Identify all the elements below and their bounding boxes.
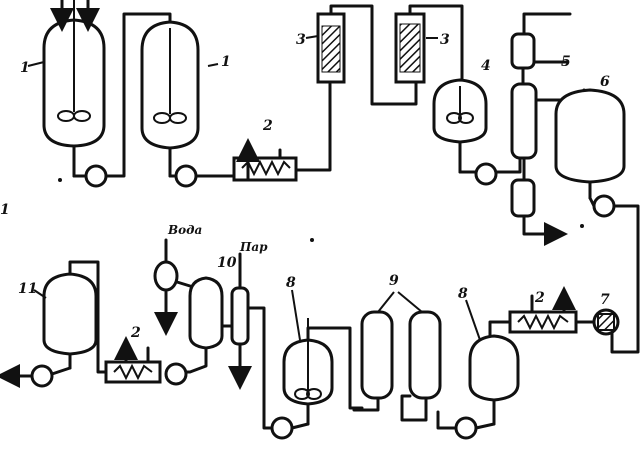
label-2-left: 2 bbox=[130, 325, 141, 341]
heat-exchanger-2-left bbox=[68, 260, 188, 386]
label-8-left: 8 bbox=[286, 275, 296, 291]
vessel-8-right bbox=[436, 334, 520, 440]
dot-mark bbox=[58, 178, 62, 182]
pump-top-1 bbox=[72, 12, 172, 188]
label-11: 11 bbox=[18, 281, 37, 297]
column-3a bbox=[316, 4, 418, 106]
label-water: Вода bbox=[167, 223, 202, 237]
label-3a: 3 bbox=[296, 32, 306, 48]
dot-mark bbox=[310, 238, 314, 242]
reactor-4 bbox=[432, 78, 522, 186]
vessel-10 bbox=[180, 276, 234, 374]
label-6: 6 bbox=[600, 74, 610, 90]
label-edge: 1 bbox=[0, 202, 10, 218]
label-2-right: 2 bbox=[534, 290, 545, 306]
label-1a: 1 bbox=[20, 60, 30, 76]
reactor-1a bbox=[42, 0, 106, 164]
label-5: 5 bbox=[561, 54, 571, 70]
label-7: 7 bbox=[600, 292, 610, 308]
vessels-9 bbox=[352, 291, 442, 422]
dot-mark bbox=[580, 224, 584, 228]
label-4: 4 bbox=[481, 58, 491, 74]
reactor-1b bbox=[140, 20, 200, 166]
label-3b: 3 bbox=[440, 32, 450, 48]
condenser-water bbox=[153, 238, 192, 336]
heat-exchanger-2-right bbox=[488, 286, 578, 342]
condenser-steam bbox=[228, 252, 258, 390]
pump-top-2 bbox=[168, 162, 236, 188]
label-1b: 1 bbox=[221, 54, 231, 70]
label-10: 10 bbox=[217, 255, 237, 271]
tank-6 bbox=[554, 88, 640, 354]
column-3b bbox=[394, 4, 464, 84]
unit-7 bbox=[574, 308, 620, 336]
label-9: 9 bbox=[389, 273, 399, 289]
heat-exchanger-2-top bbox=[232, 82, 332, 182]
label-8-right: 8 bbox=[458, 286, 468, 302]
vessel-8-left bbox=[254, 306, 364, 440]
separator-5 bbox=[510, 12, 586, 246]
label-2-top: 2 bbox=[262, 118, 273, 134]
label-steam: Пар bbox=[239, 240, 268, 254]
tank-11 bbox=[0, 272, 98, 388]
